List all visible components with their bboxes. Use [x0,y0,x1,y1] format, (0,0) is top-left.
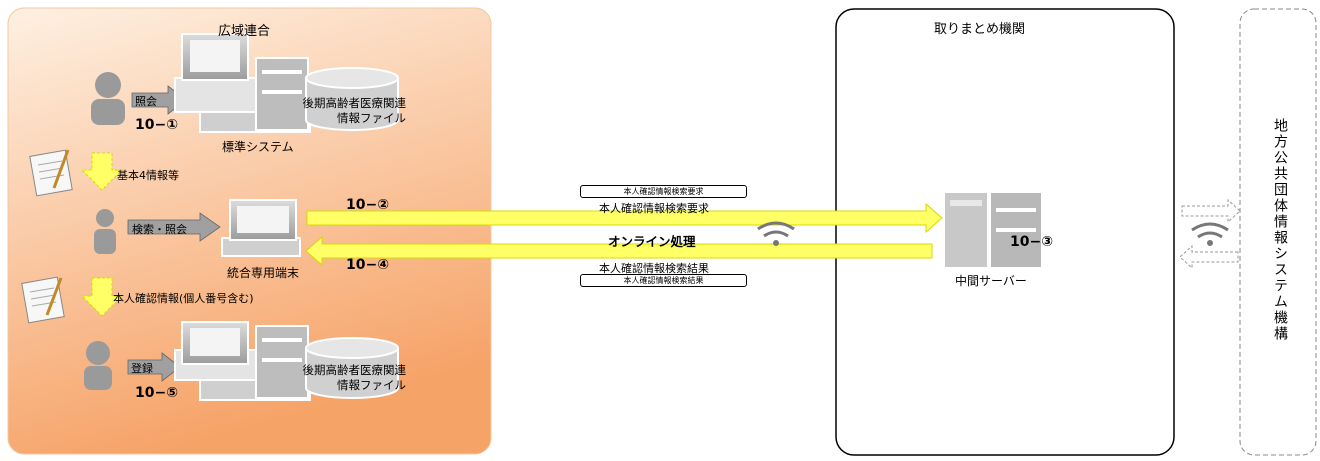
wide-area-union-title: 広域連合 [218,24,271,39]
search-arrow [127,212,221,242]
aggregation-institution-title: 取りまとめ機関 [934,22,1026,37]
step-10-3: 10−③ [1010,234,1054,250]
integrated-terminal-icon [221,199,301,257]
memo-icon [29,149,73,197]
jlis-title: 地方公共団体情報システム機構 [1272,118,1288,342]
db-label-bottom: 後期高齢者医療関連情報ファイル [302,363,407,392]
standard-system-computer-icon [174,33,311,133]
online-processing-label: オンライン処理 [608,234,696,249]
user-icon [91,72,125,125]
basic4-info-label: 基本4情報等 [117,169,179,182]
down-arrow [80,152,124,191]
inquiry-label: 照会 [135,95,157,108]
wifi-icon [757,221,795,246]
step-10-5: 10−⑤ [135,385,179,401]
step-10-1: 10−① [135,117,179,133]
intermediate-server-label: 中間サーバー [955,274,1027,288]
standard-system-computer-icon [174,321,311,401]
request-label: 本人確認情報検索要求 [599,202,709,215]
memo-icon [21,276,65,324]
user-icon [94,209,116,254]
integrated-terminal-label: 統合専用端末 [227,266,300,280]
jlis-region [1239,8,1317,456]
result-label: 本人確認情報検索結果 [599,262,709,275]
down-arrow [80,277,124,317]
search-inquiry-label: 検索・照会 [132,223,187,236]
database-icon [305,337,399,399]
request-small-label: 本人確認情報検索要求 [580,185,747,198]
register-arrow [127,352,181,382]
register-label: 登録 [131,362,153,375]
intermediate-server-icon [943,191,1043,269]
step-10-4: 10−④ [346,257,390,273]
database-icon [305,67,399,131]
standard-system-label: 標準システム [222,140,294,154]
user-icon [84,341,112,390]
identity-info-label: 本人確認情報(個人番号含む) [113,292,254,305]
result-small-label: 本人確認情報検索結果 [580,274,747,287]
db-label-top: 後期高齢者医療関連情報ファイル [302,96,407,125]
step-10-2: 10−② [346,197,390,213]
wifi-icon [1179,198,1241,270]
